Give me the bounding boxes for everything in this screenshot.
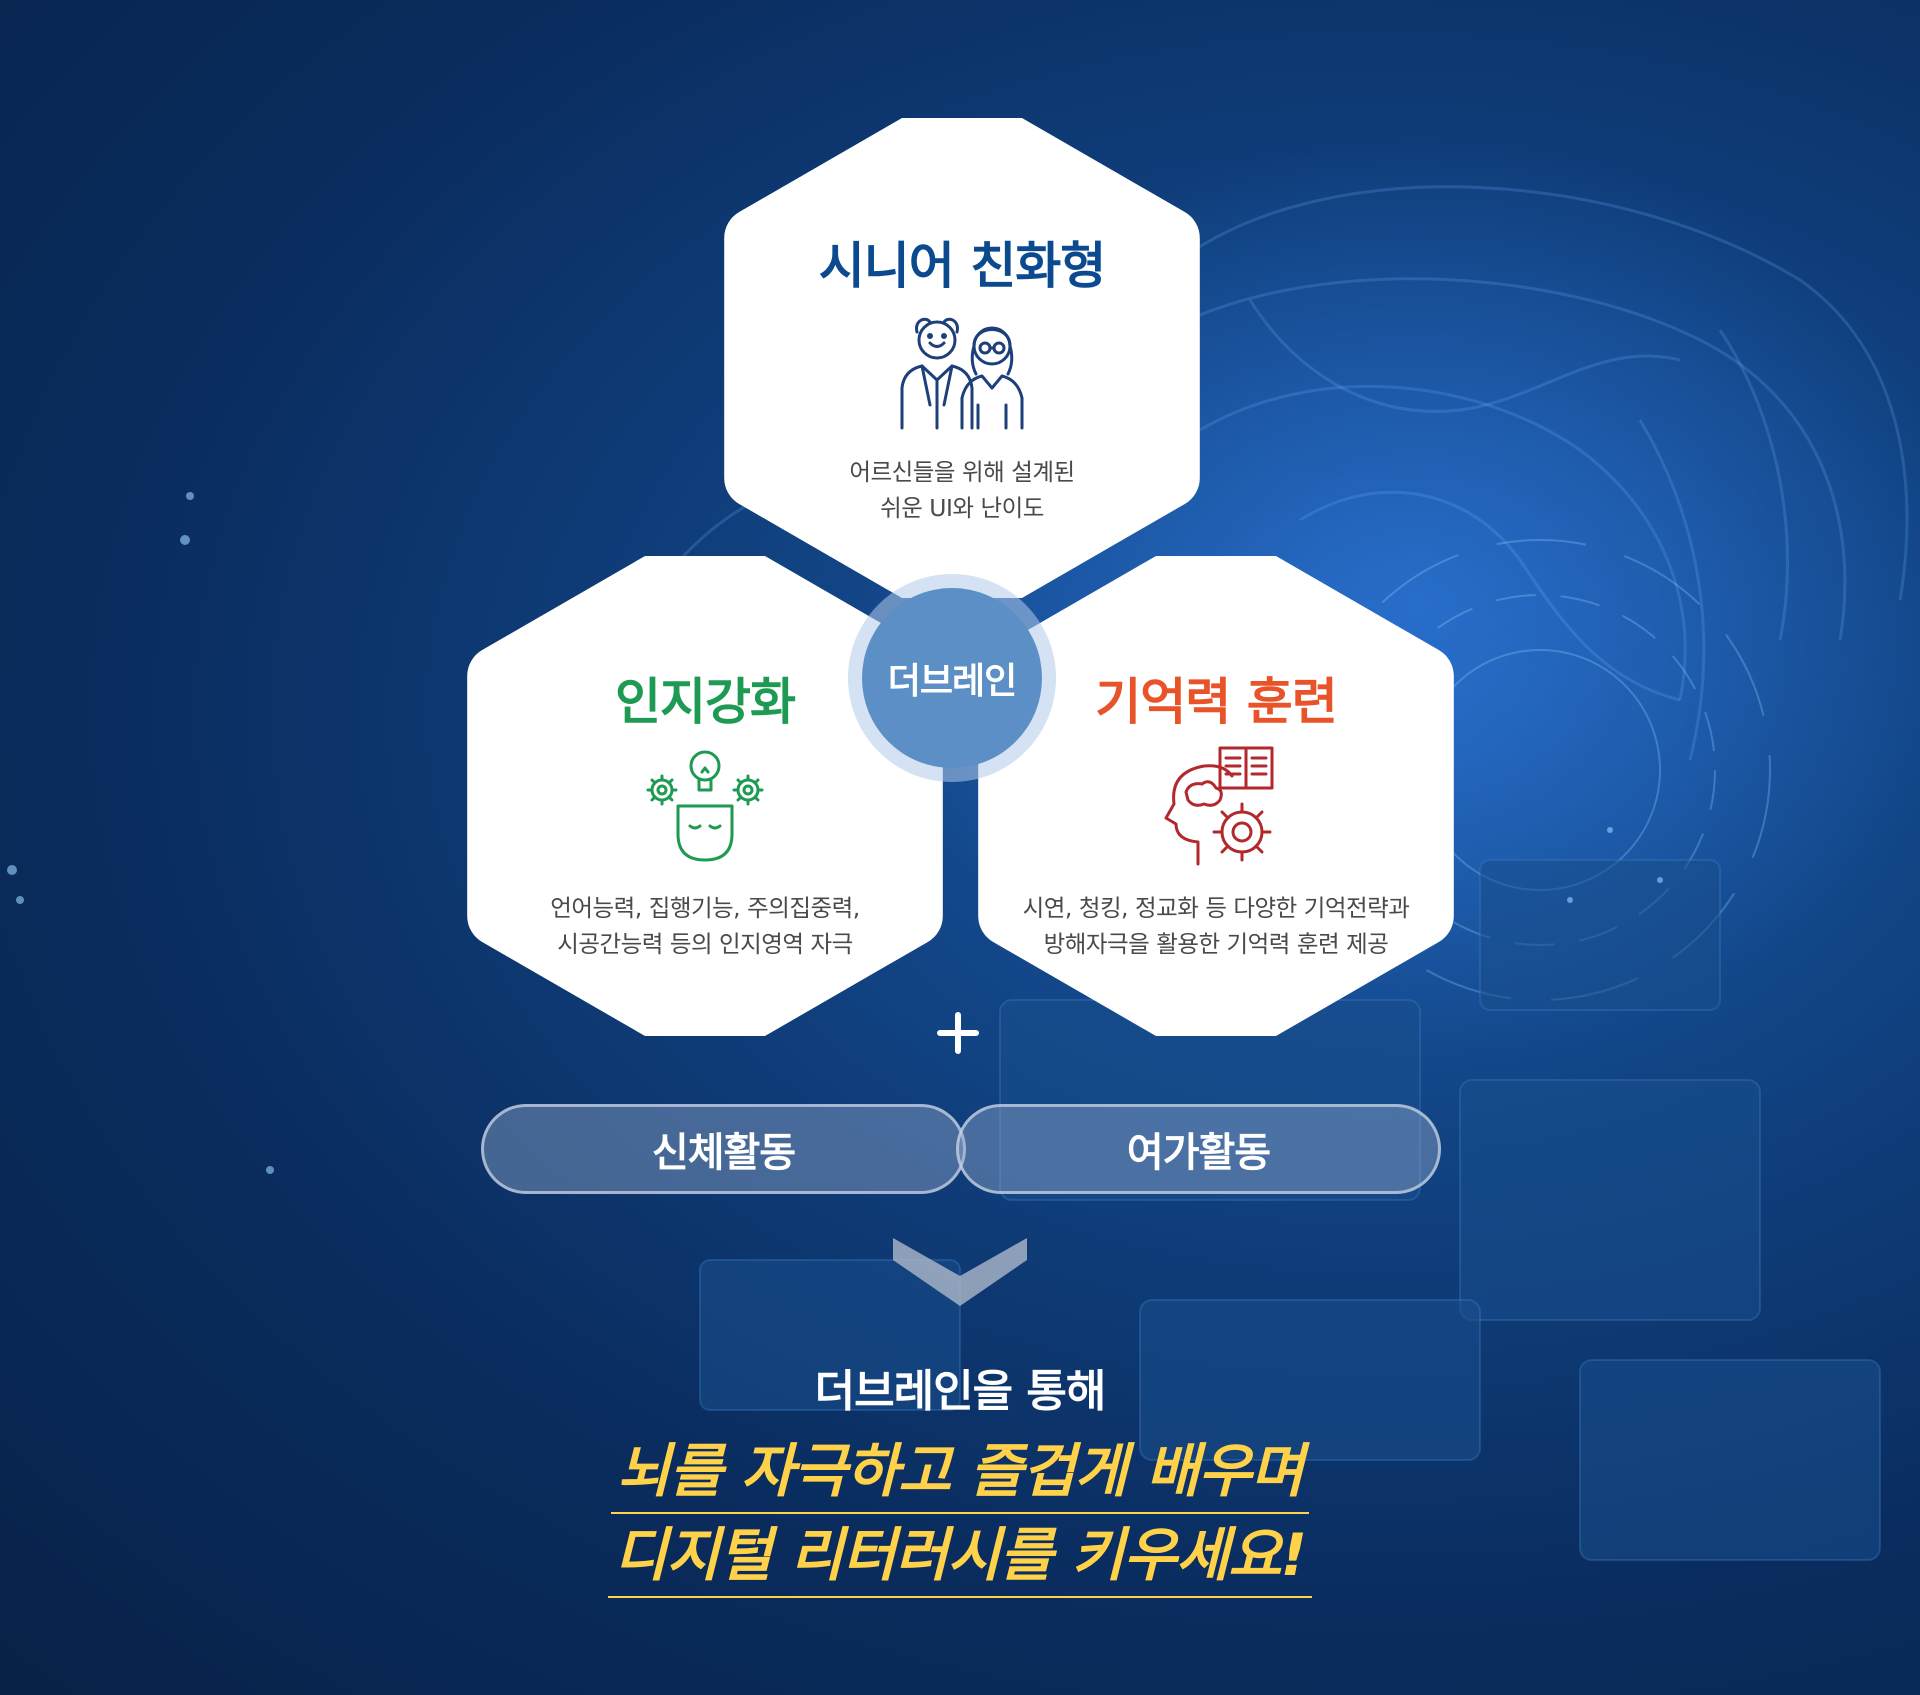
- desc-line: 시공간능력 등의 인지영역 자극: [557, 930, 853, 958]
- highlight-text: 뇌를 자극하고 즐겁게 배우며: [611, 1424, 1309, 1514]
- brain-idea-gears-icon: [646, 750, 764, 862]
- chevron-down-icon: [893, 1238, 1027, 1306]
- conclusion-line-2: 디지털 리터러시를 키우세요!: [0, 1508, 1920, 1598]
- card-description: 언어능력, 집행기능, 주의집중력, 시공간능력 등의 인지영역 자극: [465, 890, 945, 962]
- senior-friendly-card: 시니어 친화형 어르신들을 위해 설계된 쉬운 UI와 난이도: [722, 118, 1202, 598]
- hub-label: 더브레인: [862, 588, 1042, 768]
- desc-line: 시연, 청킹, 정교화 등 다양한 기억전략과: [1022, 894, 1410, 922]
- card-title: 기억력 훈련: [1095, 673, 1337, 731]
- memory-training-card: 기억력 훈련 시연, 청킹, 정교화 등 다양한 기억전략과 방해자극을 활용한…: [976, 556, 1456, 1036]
- desc-line: 방해자극을 활용한 기억력 훈련 제공: [1043, 930, 1389, 958]
- card-description: 시연, 청킹, 정교화 등 다양한 기억전략과 방해자극을 활용한 기억력 훈련…: [976, 890, 1456, 962]
- desc-line: 어르신들을 위해 설계된: [849, 458, 1075, 486]
- conclusion-subtitle: 더브레인을 통해: [814, 1366, 1107, 1417]
- leisure-activity-pill: 여가활동: [956, 1104, 1441, 1194]
- highlight-text: 디지털 리터러시를 키우세요!: [607, 1508, 1313, 1598]
- center-hub: 더브레인: [848, 574, 1056, 782]
- desc-line: 쉬운 UI와 난이도: [880, 494, 1044, 522]
- hexagon-shape: [724, 118, 1200, 598]
- pill-label: 신체활동: [651, 1130, 796, 1176]
- head-book-gear-icon: [1164, 746, 1274, 866]
- conclusion-line-1: 뇌를 자극하고 즐겁게 배우며: [0, 1424, 1920, 1514]
- plus-icon: [937, 1012, 979, 1054]
- card-title: 인지강화: [615, 673, 796, 731]
- desc-line: 언어능력, 집행기능, 주의집중력,: [550, 894, 860, 922]
- physical-activity-pill: 신체활동: [481, 1104, 966, 1194]
- senior-couple-icon: [900, 317, 1024, 430]
- card-title: 시니어 친화형: [818, 237, 1106, 295]
- card-description: 어르신들을 위해 설계된 쉬운 UI와 난이도: [722, 454, 1202, 526]
- pill-label: 여가활동: [1126, 1130, 1271, 1176]
